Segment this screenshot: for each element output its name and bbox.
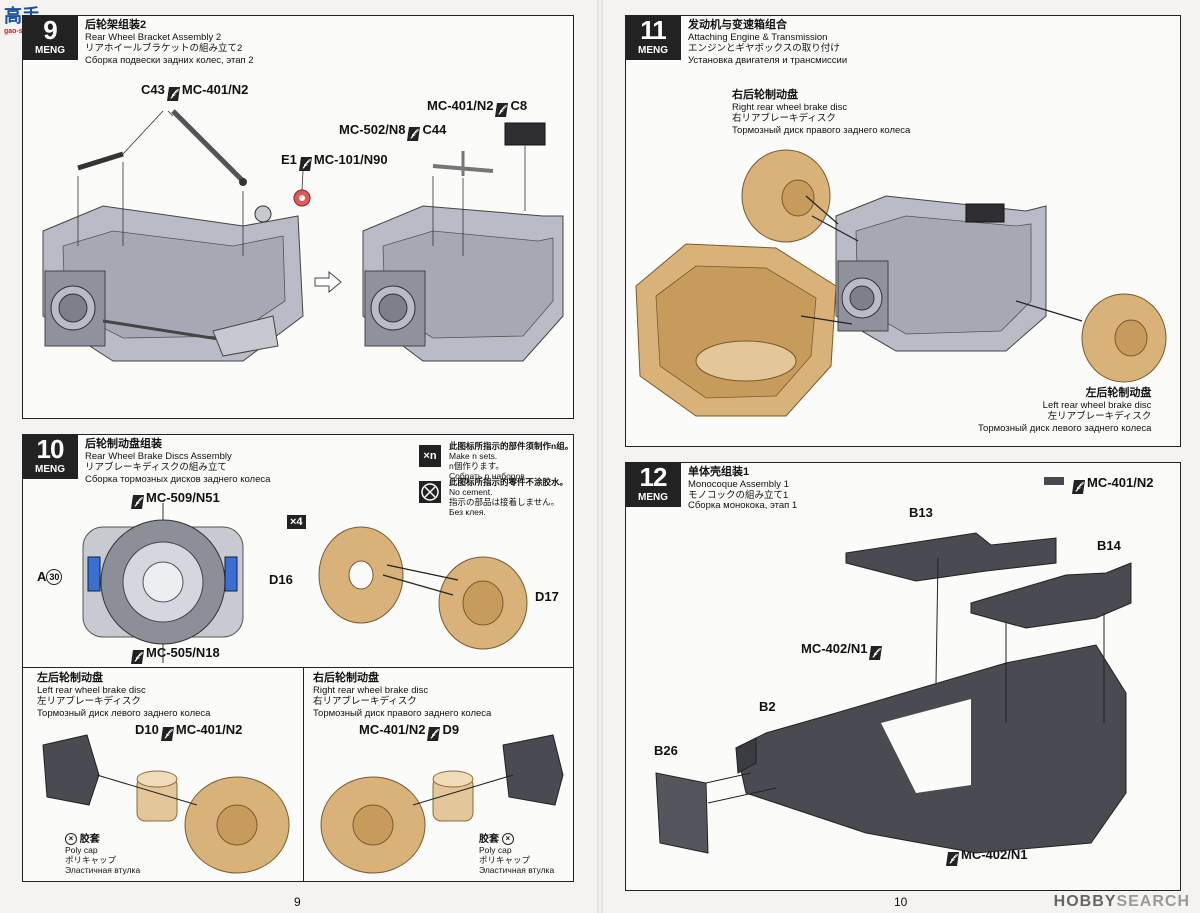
rear-frame-left	[42, 205, 304, 362]
right-disc-callout: 右后轮制动盘 Right rear wheel brake disc 右リアブレ…	[732, 89, 911, 136]
step-12-titles: 单体壳组装1 Monocoque Assembly 1 モノコックの組み立て1	[688, 466, 789, 502]
b14-label: B14	[1097, 538, 1121, 553]
title-ru: Сборка подвески задних колес, этап 2	[85, 54, 254, 66]
hobby-search-watermark: HOBBYSEARCH	[1053, 893, 1190, 910]
e1-part	[293, 189, 311, 207]
step-11-illustration	[635, 149, 1167, 417]
title-en: Monocoque Assembly 1	[688, 478, 789, 490]
step-11-badge: 11 MENG	[625, 15, 681, 60]
page-number-left: 9	[294, 895, 301, 909]
d16-label: D16	[269, 572, 293, 587]
step-11-panel: 11 MENG 发动机与变速箱组合 Attaching Engine & Tra…	[625, 15, 1181, 447]
rear-frame-right	[362, 122, 564, 362]
divider	[23, 667, 573, 668]
brake-disc-front-illustration	[82, 503, 244, 663]
right-disc-titles: 右后轮制动盘 Right rear wheel brake disc 右リアブレ…	[313, 672, 492, 719]
title-en: Attaching Engine & Transmission	[688, 31, 828, 43]
step-10-badge: 10 MENG	[22, 434, 78, 479]
d17-label: D17	[535, 589, 559, 604]
times-4-badge: ×4	[287, 515, 306, 529]
step-12-panel: 12 MENG 单体壳组装1 Monocoque Assembly 1 モノコッ…	[625, 462, 1181, 891]
page-gutter	[597, 0, 603, 913]
legend-make-n: 此图标所指示的部件须制作n组。 Make n sets. n個作ります。 Соб…	[449, 441, 574, 481]
title-ja: リアブレーキディスクの組み立て	[85, 462, 227, 473]
title-ja: リアホイールブラケットの組み立て2	[85, 43, 243, 54]
b13-label: B13	[909, 505, 933, 520]
step-9-badge: 9 MENG	[22, 15, 78, 60]
make-n-sets-icon: ×n	[419, 445, 441, 467]
title-zh: 发动机与变速箱组合	[688, 19, 787, 31]
step-10-titles: 后轮制动盘组装 Rear Wheel Brake Discs Assembly …	[85, 438, 271, 485]
title-zh: 后轮架组装2	[85, 19, 147, 31]
legend-no-cement: 此图标所指示的零件不涂胶水。 No cement. 指示の部品は接着しません。 …	[449, 477, 569, 517]
monocoque-illustration	[655, 532, 1132, 854]
title-ja: モノコックの組み立て1	[688, 490, 789, 501]
title-ja: エンジンとギヤボックスの取り付け	[688, 43, 840, 54]
b2-label: B2	[759, 699, 776, 714]
page-number-right: 10	[894, 895, 908, 909]
page-right: 11 MENG 发动机与变速箱组合 Attaching Engine & Tra…	[600, 0, 1200, 913]
step-9-titles: 后轮架组装2 Rear Wheel Bracket Assembly 2 リアホ…	[85, 19, 254, 66]
arrow-icon	[314, 270, 342, 294]
step-number: 11	[640, 15, 667, 45]
brand-label: MENG	[638, 45, 668, 56]
dark-swatch-icon	[1044, 477, 1064, 485]
brand-label: MENG	[638, 492, 668, 503]
c43-rods	[77, 109, 247, 186]
brake-disc-exploded-illustration	[318, 526, 528, 650]
step-10-panel: 10 MENG 后轮制动盘组装 Rear Wheel Brake Discs A…	[22, 434, 574, 882]
brand-label: MENG	[35, 45, 65, 56]
engine-block	[635, 243, 837, 417]
title-ru: Сборка монокока, этап 1	[688, 500, 798, 511]
title-en: Rear Wheel Brake Discs Assembly	[85, 450, 232, 462]
left-disc-illustration	[42, 734, 290, 874]
no-cement-icon	[419, 481, 441, 503]
page-left: 9 MENG 后轮架组装2 Rear Wheel Bracket Assembl…	[22, 15, 574, 909]
title-zh: 后轮制动盘组装	[85, 438, 162, 450]
polycap-left-label: × 胶套 Poly cap ポリキャップ Эластичная втулка	[65, 833, 141, 875]
step-number: 10	[36, 434, 65, 464]
step-11-titles: 发动机与变速箱组合 Attaching Engine & Transmissio…	[688, 19, 848, 66]
step-number: 9	[43, 15, 57, 45]
step-12-badge: 12 MENG	[625, 462, 681, 507]
step-9-panel: 9 MENG 后轮架组装2 Rear Wheel Bracket Assembl…	[22, 15, 574, 419]
b26-label: B26	[654, 743, 678, 758]
step-number: 12	[639, 462, 668, 492]
title-en: Rear Wheel Bracket Assembly 2	[85, 31, 222, 43]
right-disc-illustration	[320, 734, 564, 874]
left-disc-callout: 左后轮制动盘 Left rear wheel brake disc 左リアブレー…	[978, 387, 1152, 434]
title-ru: Установка двигателя и трансмиссии	[688, 54, 848, 66]
title-zh: 单体壳组装1	[688, 466, 750, 478]
brand-label: MENG	[35, 464, 65, 475]
step-9-illustration	[42, 109, 564, 362]
left-disc-titles: 左后轮制动盘 Left rear wheel brake disc 左リアブレー…	[37, 672, 211, 719]
title-ru: Сборка тормозных дисков заднего колеса	[85, 473, 271, 485]
polycap-right-label: 胶套 × Poly cap ポリキャップ Эластичная втулка	[479, 833, 555, 875]
divider	[303, 667, 304, 881]
